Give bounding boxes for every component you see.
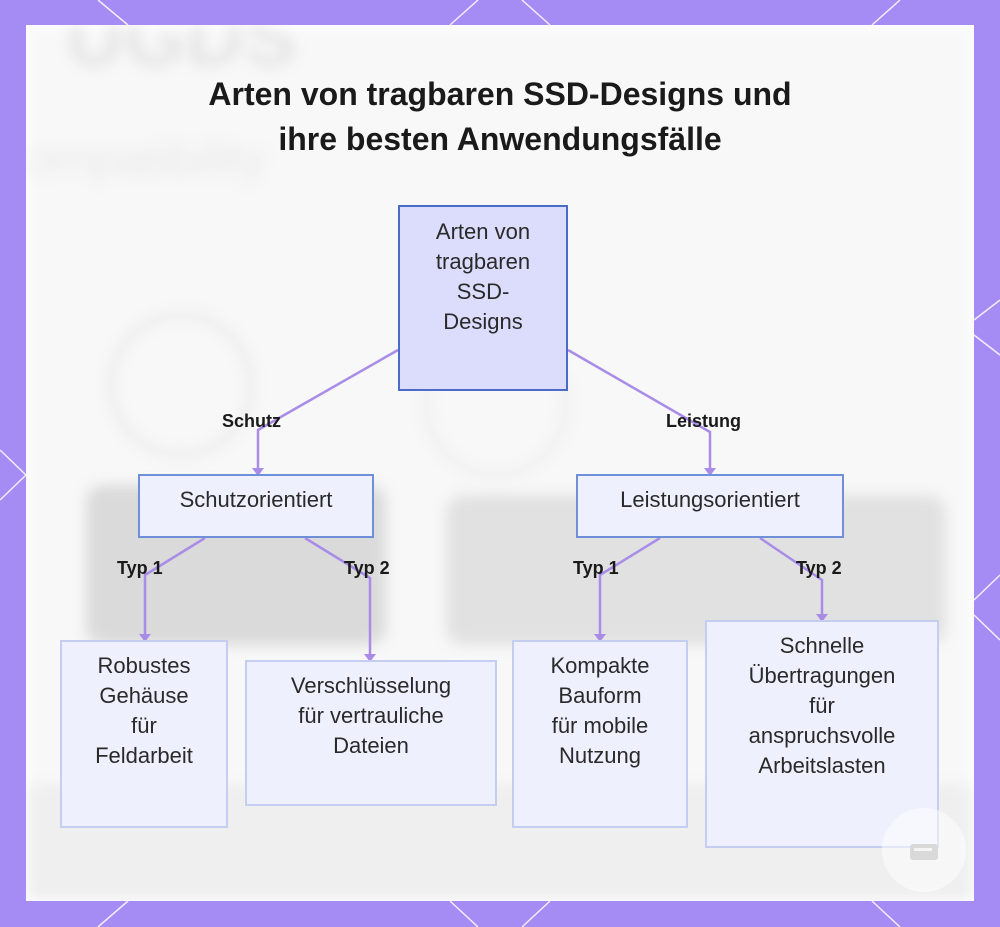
root-line-1: Arten von <box>435 219 531 244</box>
leaf-text-line: Verschlüsselung <box>290 673 452 698</box>
edge-label-left-typ1: Typ 1 <box>117 558 163 578</box>
leaf-text-line: für vertrauliche <box>298 703 444 728</box>
edge-right-type1 <box>598 536 661 640</box>
leistungsorientiert-node: Leistungsorientiert <box>576 474 844 538</box>
edge-right-type2 <box>759 536 824 620</box>
leaf-text-line: Schnelle <box>779 633 865 658</box>
root-line-3: SSD- <box>456 279 510 304</box>
diagram-title: Arten von tragbaren SSD-Designs und ihre… <box>0 72 1000 162</box>
background-photo: UGDS ompatibility <box>26 25 974 901</box>
leaf-robustes-gehaeuse: Robustes Gehäuse für Feldarbeit <box>60 640 228 828</box>
leaf-text-line: Übertragungen <box>748 663 896 688</box>
leaf-text-line: Nutzung <box>559 743 641 768</box>
leaf-kompakte-bauform: Kompakte Bauform für mobile Nutzung <box>512 640 688 828</box>
edge-label-right-typ2: Typ 2 <box>796 558 842 578</box>
edge-label-right-typ1: Typ 1 <box>573 558 619 578</box>
edge-label-leistung: Leistung <box>666 411 741 431</box>
edge-left-type1 <box>143 536 206 640</box>
edge-root-right <box>567 348 712 474</box>
root-node: Arten von tragbaren SSD- Designs <box>398 205 568 391</box>
edge-label-left-typ2: Typ 2 <box>344 558 390 578</box>
edge-left-type2 <box>304 536 372 660</box>
schutzorientiert-label: Schutzorientiert <box>179 487 333 512</box>
root-line-4: Designs <box>443 309 523 334</box>
schutzorientiert-node: Schutzorientiert <box>138 474 374 538</box>
leaf-text-line: für <box>809 693 835 718</box>
leaf-text-line: Kompakte <box>550 653 650 678</box>
leaf-text-line: Arbeitslasten <box>758 753 886 778</box>
edge-root-left <box>256 348 399 474</box>
leaf-text-line: Feldarbeit <box>95 743 193 768</box>
leaf-text-line: Dateien <box>333 733 409 758</box>
leaf-text-line: Bauform <box>558 683 642 708</box>
root-line-2: tragbaren <box>435 249 531 274</box>
leaf-text-line: für mobile <box>551 713 649 738</box>
svg-text:ompatibility: ompatibility <box>26 133 266 186</box>
title-line-2: ihre besten Anwendungsfälle <box>278 121 722 157</box>
edge-label-schutz: Schutz <box>222 411 282 431</box>
svg-text:UGDS: UGDS <box>66 25 297 82</box>
watermark-logo-icon <box>882 808 966 892</box>
leaf-text-line: anspruchsvolle <box>748 723 896 748</box>
leaf-text-line: Robustes <box>97 653 191 678</box>
leistungsorientiert-label: Leistungsorientiert <box>620 487 800 512</box>
leaf-text-line: für <box>131 713 157 738</box>
leaf-schnelle-uebertragungen: Schnelle Übertragungen für anspruchsvoll… <box>705 620 939 848</box>
leaf-verschluesselung: Verschlüsselung für vertrauliche Dateien <box>245 660 497 806</box>
title-line-1: Arten von tragbaren SSD-Designs und <box>208 76 792 112</box>
leaf-text-line: Gehäuse <box>99 683 189 708</box>
